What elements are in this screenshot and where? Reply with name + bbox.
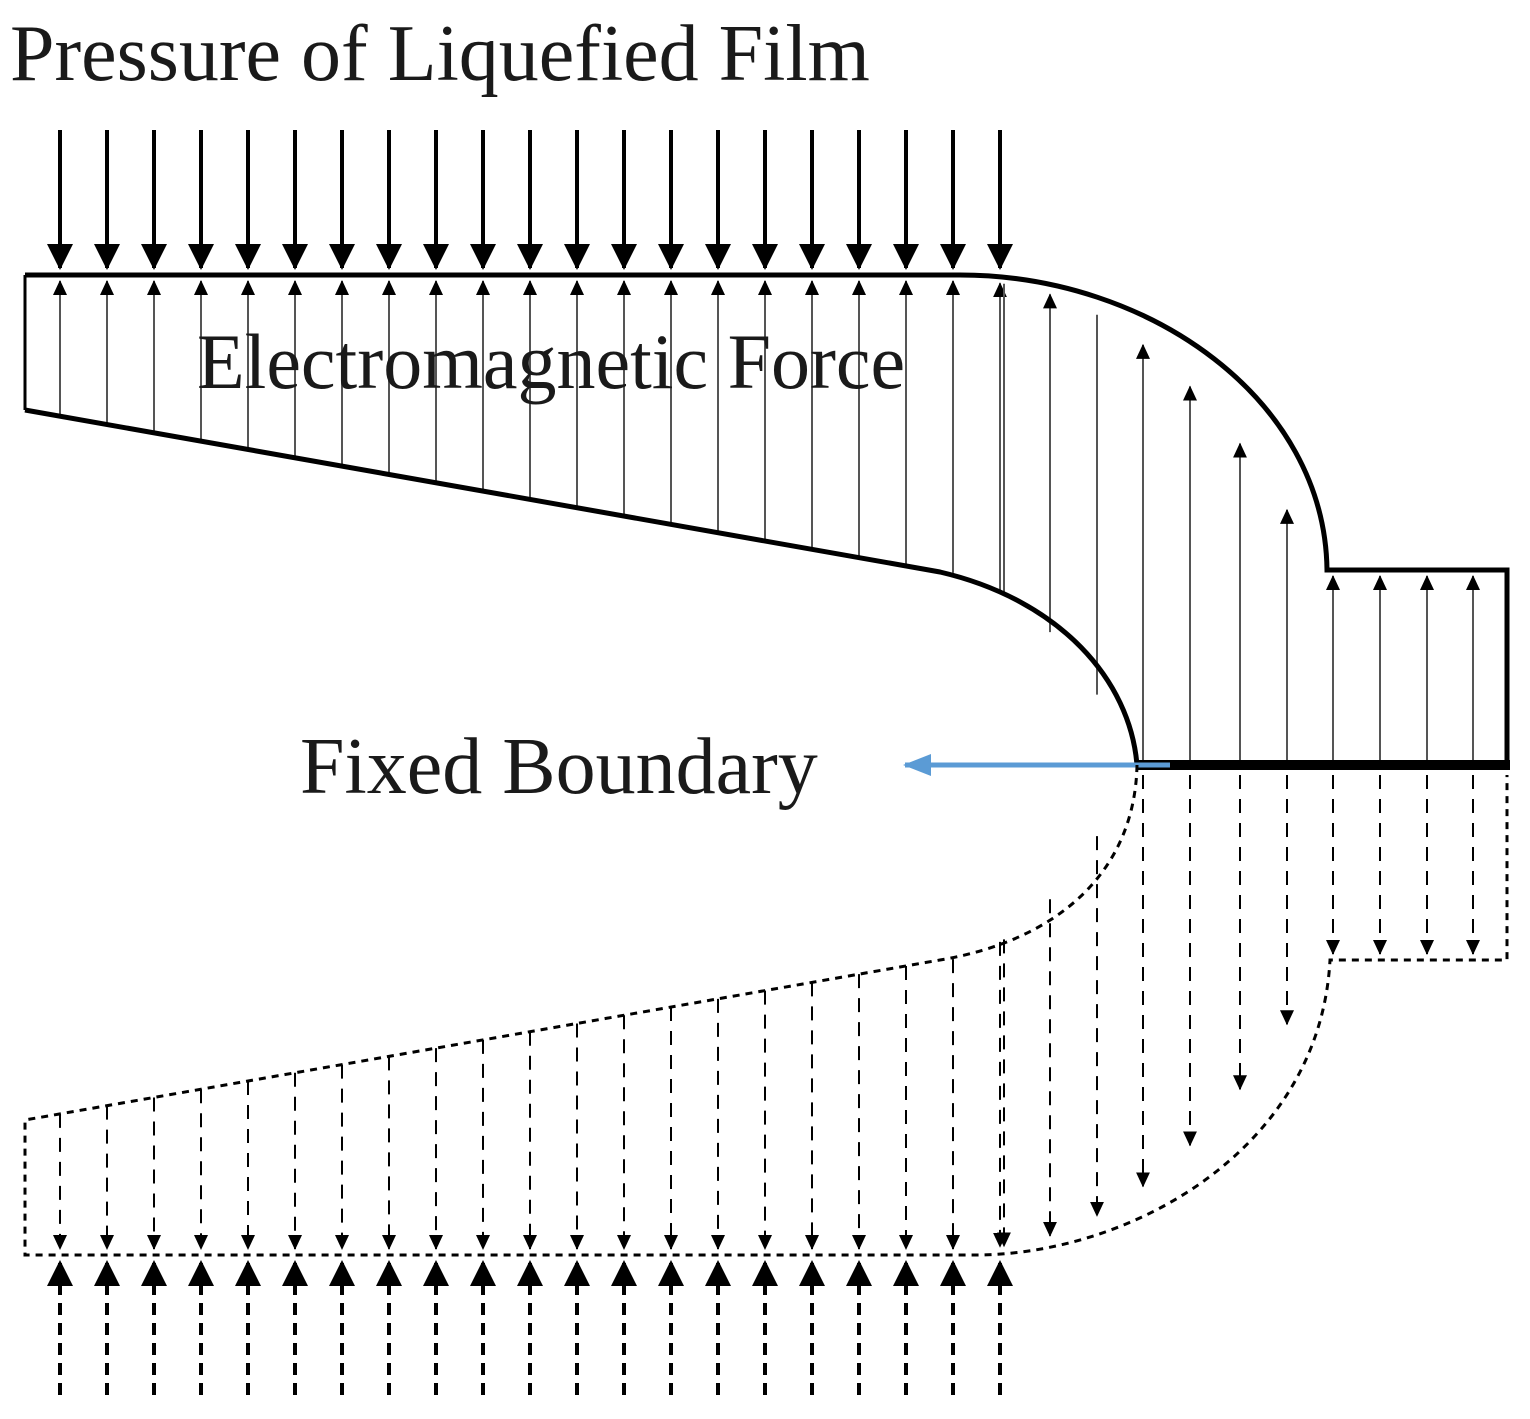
lower-boundary-curve [24,407,1140,766]
electromagnetic-force-lines [53,280,1480,765]
fixed-boundary-label: Fixed Boundary [300,723,818,811]
pressure-arrows [47,130,1013,270]
mirrored-force-lines [53,775,1480,1250]
upper-boundary-outline [25,272,1510,765]
pressure-label: Pressure of Liquefied Film [10,10,870,98]
bottom-pressure-arrows [47,1260,1013,1395]
electromagnetic-label: Electromagnetic Force [197,318,905,405]
